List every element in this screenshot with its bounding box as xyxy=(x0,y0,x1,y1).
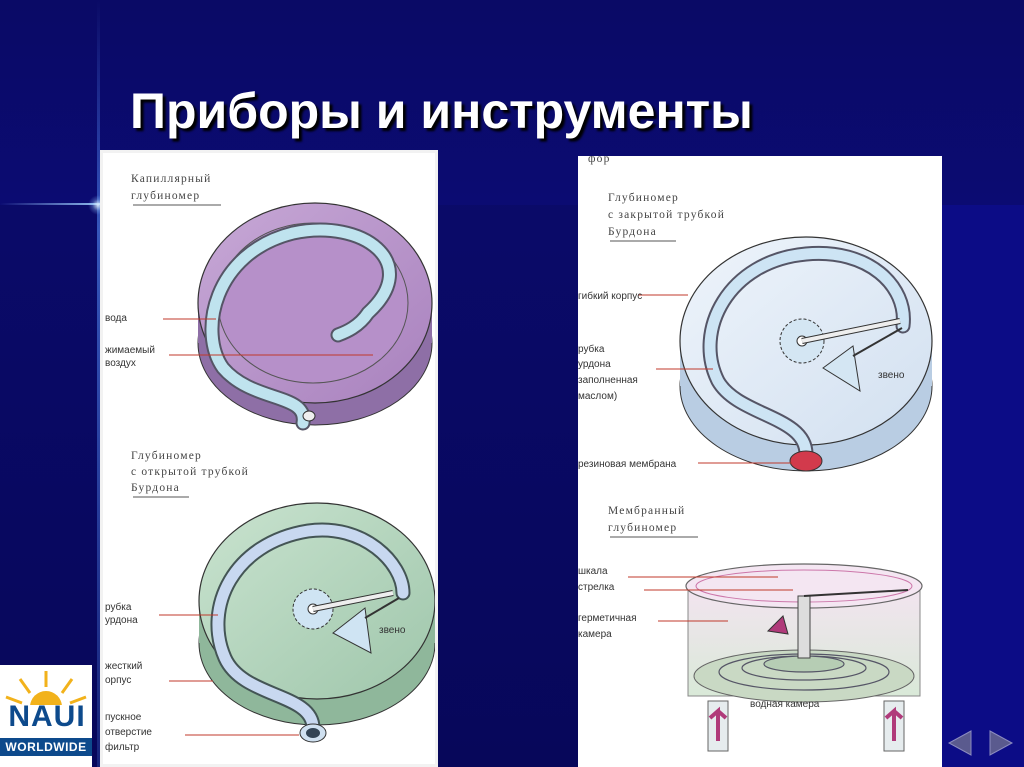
right-illustration-panel: фор Глубиномер с закрытой трубкой Бурдон… xyxy=(578,156,942,767)
right-accent-band xyxy=(940,205,1024,767)
closed-bourdon-label-membrane: резиновая мембрана xyxy=(578,458,677,470)
open-bourdon-heading-2: с открытой трубкой xyxy=(131,466,249,478)
membrane-label-chamber: камера xyxy=(578,629,612,640)
open-bourdon-label-opening: отверстие xyxy=(105,727,152,738)
open-bourdon-gauge-drawing xyxy=(198,502,435,743)
open-bourdon-label-inlet: пускное xyxy=(105,712,142,723)
left-illustration-panel: Капиллярный глубиномер вода жимаемый воз… xyxy=(100,150,438,767)
membrane-label-scale: шкала xyxy=(578,566,608,577)
closed-bourdon-label-tube: рубка xyxy=(578,343,605,355)
membrane-label-water-chamber: водная камера xyxy=(750,699,820,710)
open-bourdon-heading-3: Бурдона xyxy=(131,482,180,494)
closed-bourdon-label-filled: заполненная xyxy=(578,375,638,386)
open-bourdon-label-tube: рубка xyxy=(105,601,132,613)
closed-bourdon-heading-1: Глубиномер xyxy=(608,192,679,204)
capillary-gauge-drawing xyxy=(197,202,433,431)
decor-vertical-line xyxy=(97,0,100,767)
capillary-heading-1: Капиллярный xyxy=(131,173,212,185)
capillary-label-air: воздух xyxy=(105,358,136,369)
arrow-left-icon xyxy=(947,730,972,756)
membrane-heading-2: глубиномер xyxy=(608,522,677,534)
closed-bourdon-label-flexible-body: гибкий корпус xyxy=(578,290,642,302)
arrow-right-icon xyxy=(989,730,1014,756)
right-illustration: фор Глубиномер с закрытой трубкой Бурдон… xyxy=(578,156,933,752)
open-bourdon-label-rigid: жесткий xyxy=(105,661,142,672)
closed-bourdon-heading-3: Бурдона xyxy=(608,226,657,238)
capillary-label-water: вода xyxy=(105,313,127,324)
logo-subtext: WORLDWIDE xyxy=(0,738,92,756)
open-bourdon-label-link: звено xyxy=(379,625,406,636)
closed-bourdon-gauge-drawing xyxy=(679,236,933,472)
capillary-label-compressed: жимаемый xyxy=(105,345,155,356)
membrane-gauge-drawing xyxy=(685,563,923,752)
capillary-heading-2: глубиномер xyxy=(131,190,200,202)
previous-slide-button[interactable] xyxy=(945,727,977,759)
membrane-label-needle: стрелка xyxy=(578,582,615,593)
closed-bourdon-label-oil: маслом) xyxy=(578,391,617,402)
next-slide-button[interactable] xyxy=(984,727,1016,759)
closed-bourdon-heading-2: с закрытой трубкой xyxy=(608,209,725,221)
membrane-heading-1: Мембранный xyxy=(608,505,685,517)
open-bourdon-label-bourdon: урдона xyxy=(105,615,138,626)
left-illustration: Капиллярный глубиномер вода жимаемый воз… xyxy=(105,173,435,753)
slide-title: Приборы и инструменты xyxy=(130,83,753,139)
logo-text: NAUI xyxy=(8,700,86,733)
open-bourdon-label-filter: фильтр xyxy=(105,741,140,753)
sun-rays-icon xyxy=(0,665,92,723)
closed-bourdon-label-link: звено xyxy=(878,370,905,381)
decor-horizontal-line xyxy=(0,203,100,205)
membrane-label-sealed: герметичная xyxy=(578,613,637,624)
closed-bourdon-label-bourdon: урдона xyxy=(578,359,611,370)
open-bourdon-label-body: орпус xyxy=(105,675,131,686)
open-bourdon-heading-1: Глубиномер xyxy=(131,450,202,462)
right-top-cut-label: фор xyxy=(588,156,611,165)
